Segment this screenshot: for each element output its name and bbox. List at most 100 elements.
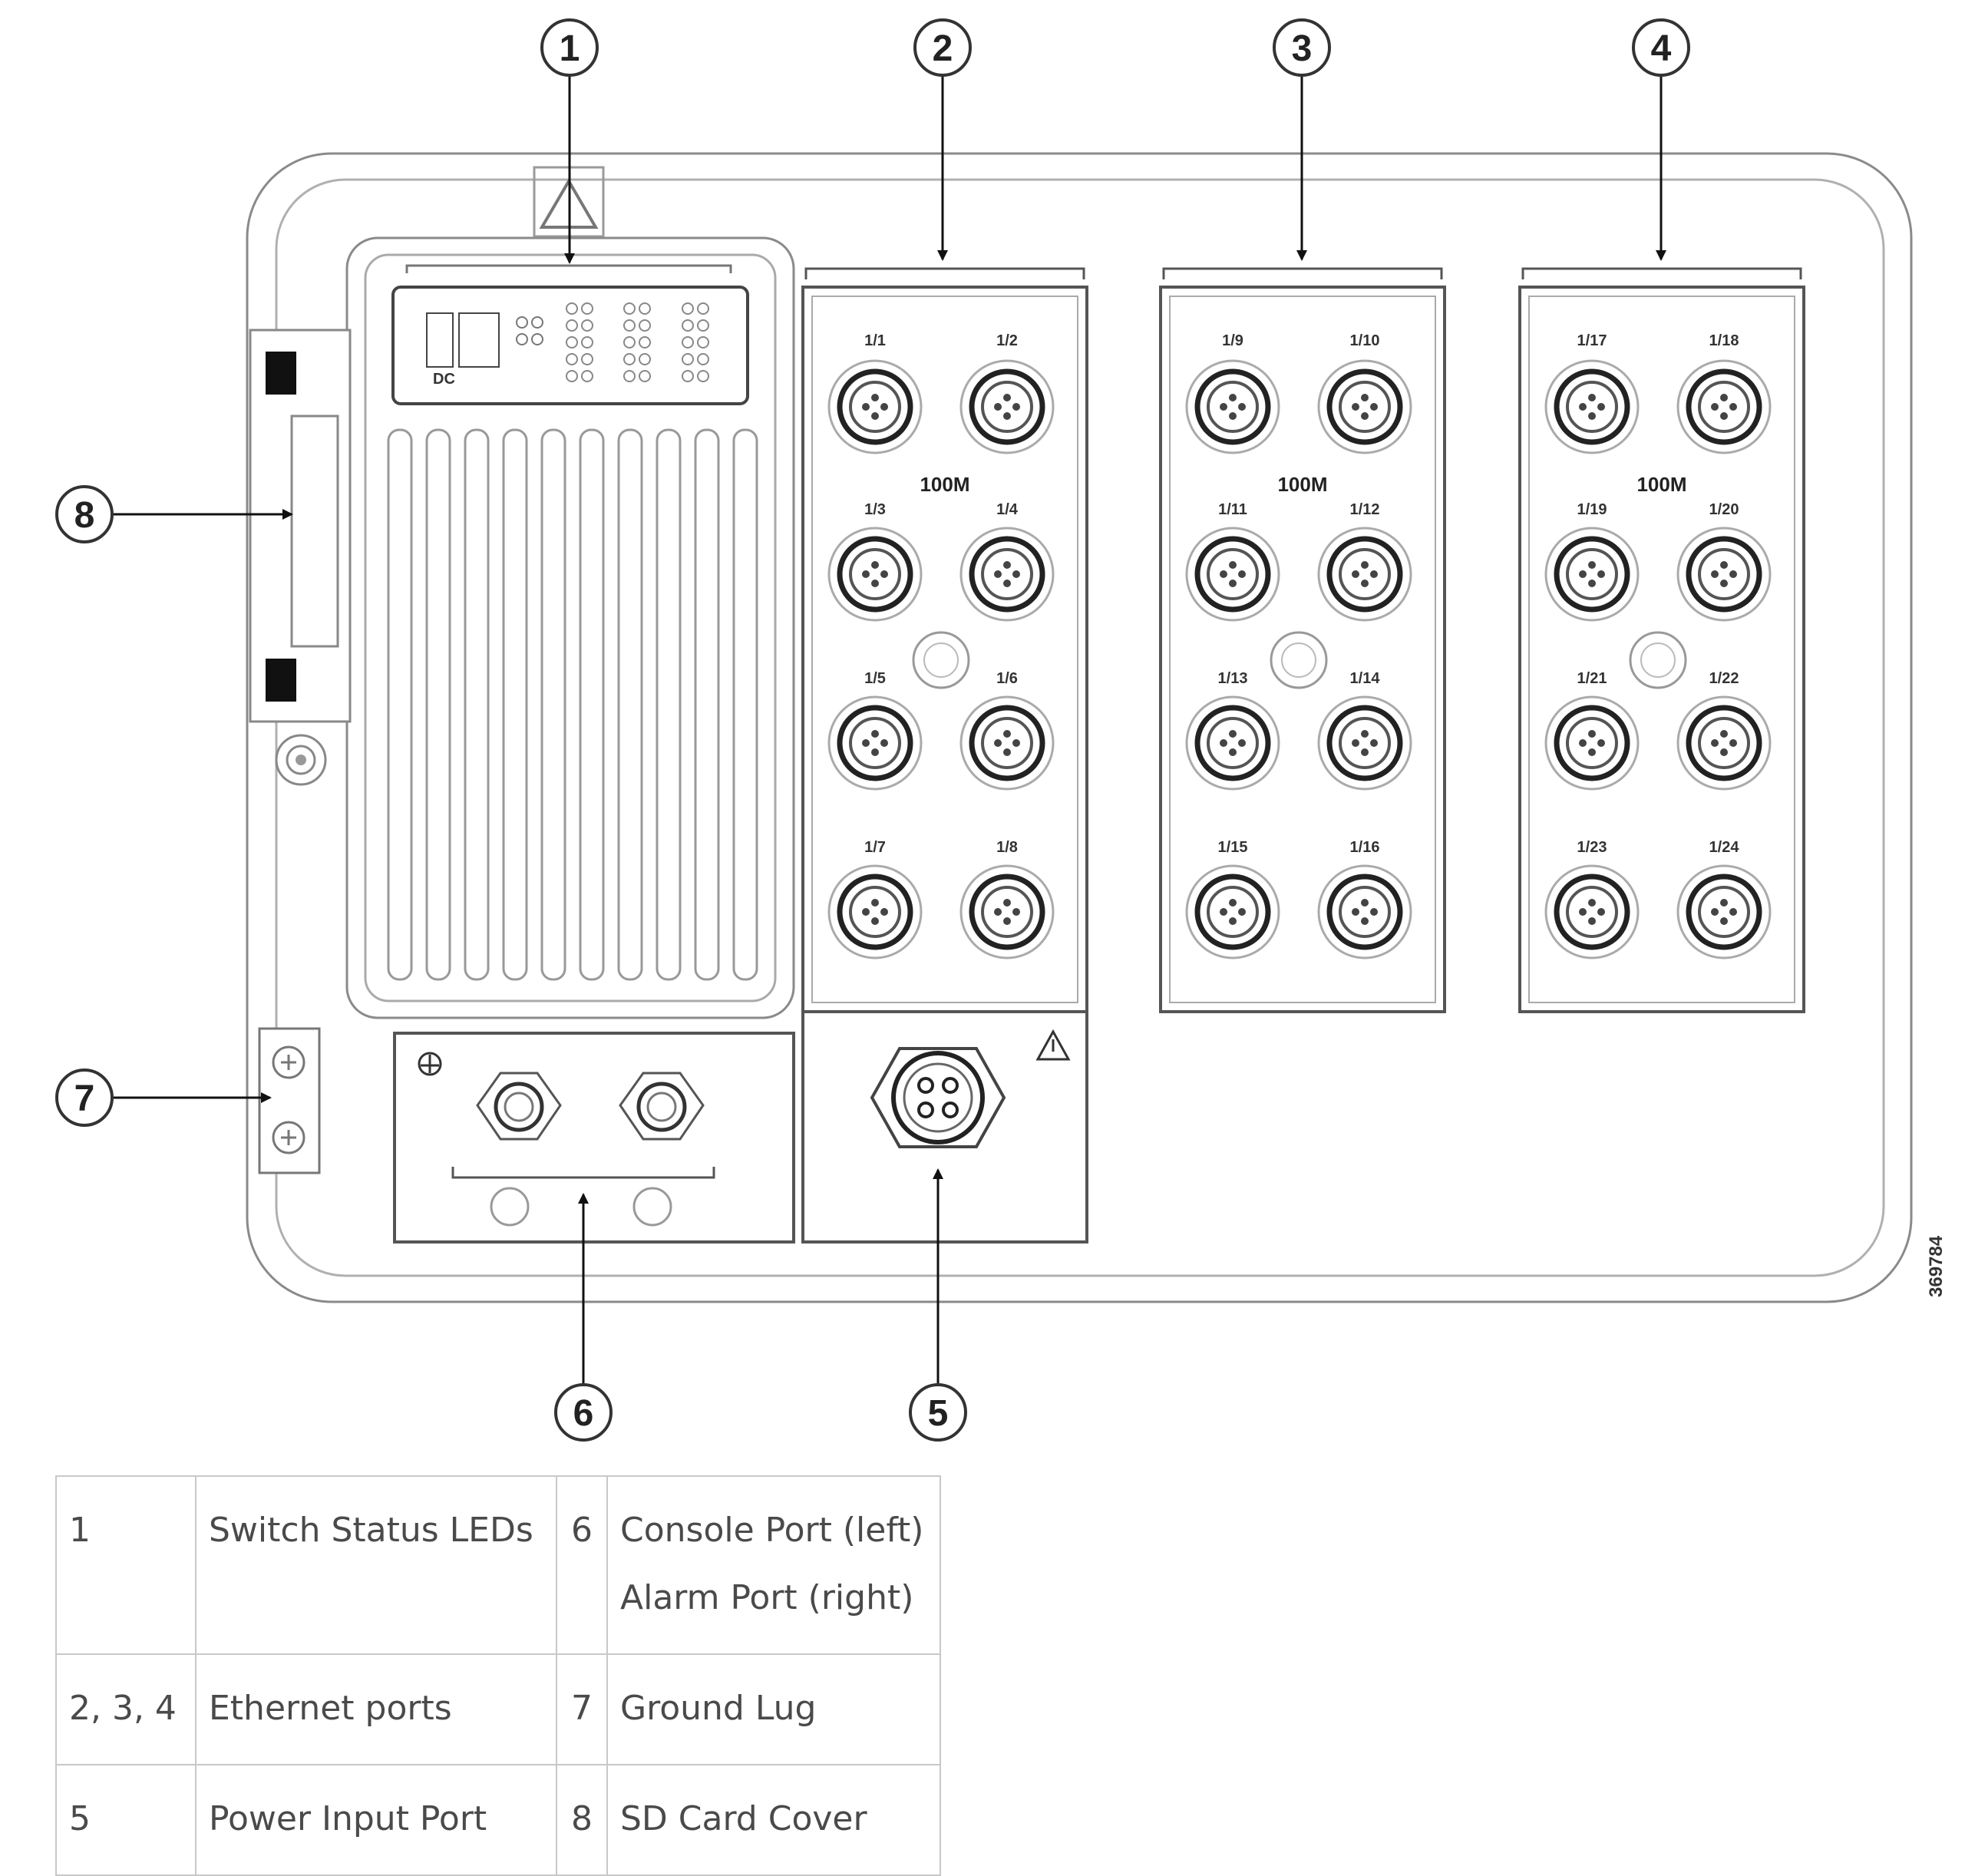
port-ring <box>1554 536 1630 613</box>
port-insert <box>1698 886 1750 938</box>
led-indicator <box>639 302 651 315</box>
port-insert <box>1566 886 1618 938</box>
ethernet-port <box>1317 864 1412 959</box>
port-pin <box>880 908 888 916</box>
panel-inner-frame <box>1528 296 1795 1003</box>
panel-frame <box>1518 286 1805 1013</box>
port-collar <box>1317 864 1412 959</box>
cooling-fin <box>502 428 528 981</box>
port-label: 1/22 <box>1709 670 1739 687</box>
ethernet-port <box>1185 527 1280 622</box>
callout-circle <box>55 485 114 543</box>
callout-circle <box>540 18 599 77</box>
port-ring <box>1326 368 1403 445</box>
led-indicator <box>623 302 636 315</box>
port-pin <box>1720 730 1728 738</box>
port-ring <box>837 705 913 781</box>
port-pin <box>862 739 870 747</box>
port-pin <box>1220 908 1227 916</box>
legend-desc: Power Input Port <box>195 1764 557 1876</box>
port-ring <box>1554 705 1630 781</box>
port-insert <box>1339 381 1391 433</box>
port-pin <box>994 739 1002 747</box>
port-label: 1/1 <box>864 332 886 349</box>
port-pin <box>1229 580 1237 587</box>
led-indicator <box>697 370 709 382</box>
port-pin <box>880 570 888 578</box>
port-pin <box>1361 580 1369 587</box>
cooling-fin <box>540 428 566 981</box>
pinout-inner <box>1281 642 1316 678</box>
port-pin <box>1711 739 1719 747</box>
port-label: 1/8 <box>996 839 1018 856</box>
led-indicator <box>682 370 694 382</box>
port-insert <box>1566 381 1618 433</box>
legend-desc: Ethernet ports <box>195 1653 557 1765</box>
port-pin <box>1729 570 1737 578</box>
port-label: 1/7 <box>864 839 886 856</box>
port-pin <box>1361 748 1369 756</box>
led-indicator <box>623 336 636 348</box>
port-pin <box>1361 394 1369 401</box>
status-icons <box>426 312 454 368</box>
led-indicator <box>639 370 651 382</box>
led-indicator <box>581 336 593 348</box>
port-pin <box>1238 403 1246 411</box>
port-label: 1/4 <box>996 501 1019 518</box>
port-pin <box>1729 739 1737 747</box>
port-pin <box>1588 561 1596 569</box>
legend-num: 8 <box>556 1764 608 1876</box>
port-pin <box>1720 748 1728 756</box>
ethernet-port <box>1676 695 1772 791</box>
port-pin <box>1711 908 1719 916</box>
port-pin <box>1229 730 1237 738</box>
port-pin <box>1003 412 1011 420</box>
port-pin <box>1361 730 1369 738</box>
port-pin <box>871 748 879 756</box>
callout-number: 3 <box>1292 28 1313 69</box>
port-pin <box>1370 403 1378 411</box>
led-indicator <box>682 336 694 348</box>
legend-row: 5 Power Input Port 8 SD Card Cover <box>55 1764 941 1876</box>
ethernet-port <box>827 359 923 454</box>
port-pin <box>1229 561 1237 569</box>
led-indicator <box>682 353 694 365</box>
led-module: DC <box>345 236 795 1019</box>
port-pin <box>1588 580 1596 587</box>
port-insert <box>849 548 901 600</box>
port-label: 1/14 <box>1350 670 1381 687</box>
callout-number: 7 <box>74 1078 95 1119</box>
panel-bracket <box>1162 267 1443 279</box>
port-label: 1/9 <box>1222 332 1243 349</box>
port-collar <box>1544 864 1640 959</box>
port-ring <box>1326 874 1403 950</box>
port-pin <box>880 739 888 747</box>
legend-desc: Ground Lug <box>606 1653 941 1765</box>
legend-desc: SD Card Cover <box>606 1764 941 1876</box>
led-indicator <box>697 319 709 332</box>
port-collar <box>959 527 1055 622</box>
port-pin <box>1588 412 1596 420</box>
port-pin <box>871 899 879 907</box>
port-pin <box>1361 561 1369 569</box>
port-ring <box>837 368 913 445</box>
port-pin <box>1370 908 1378 916</box>
port-insert <box>981 548 1033 600</box>
ethernet-port <box>959 359 1055 454</box>
port-insert <box>1339 548 1391 600</box>
port-ring <box>969 874 1045 950</box>
panel-bracket <box>1521 267 1802 279</box>
callout-circle <box>55 1068 114 1127</box>
callout-number: 1 <box>560 28 580 69</box>
led-indicator <box>566 336 578 348</box>
port-collar <box>1317 695 1412 791</box>
port-pin <box>871 730 879 738</box>
port-collar <box>827 695 923 791</box>
port-insert <box>981 381 1033 433</box>
led-indicator <box>697 302 709 315</box>
port-label: 1/12 <box>1350 501 1380 518</box>
legend-table: 1 Switch Status LEDs 6 Console Port (lef… <box>55 1475 941 1876</box>
port-label: 1/13 <box>1218 670 1248 687</box>
